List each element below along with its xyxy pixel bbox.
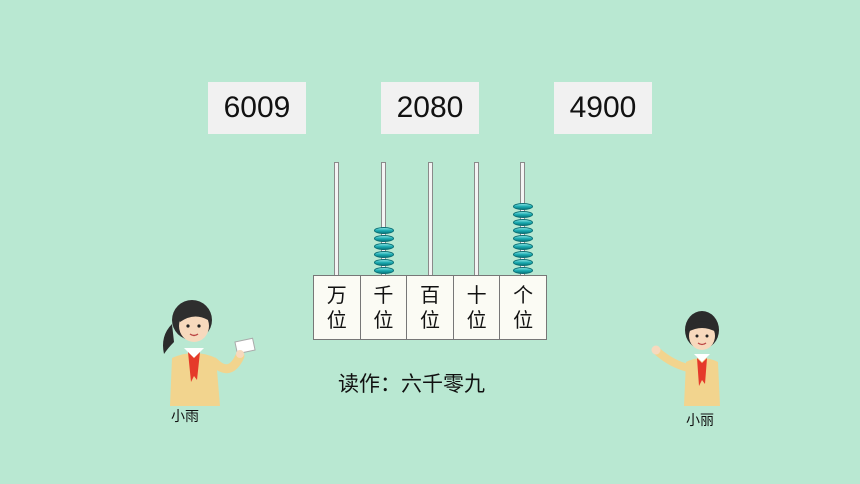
abacus-bead (512, 235, 533, 242)
abacus-bead (512, 243, 533, 250)
abacus-bead (373, 259, 394, 266)
abacus-bead (512, 267, 533, 274)
girl-left-name: 小雨 (171, 409, 199, 425)
place-label-wan-top: 万 (326, 282, 347, 307)
rod-wan (334, 162, 339, 276)
abacus-bead (512, 203, 533, 210)
abacus-base: 万 位 千 位 百 位 十 位 个 位 (313, 275, 547, 340)
girl-xiaoli-illustration (651, 311, 720, 406)
abacus-bead (512, 259, 533, 266)
place-label-ge-bottom: 位 (513, 307, 534, 332)
abacus-bead (512, 211, 533, 218)
abacus-bead (373, 243, 394, 250)
girl-xiaoyu-illustration (163, 300, 256, 406)
place-label-shi: 十 位 (454, 276, 501, 339)
place-label-qian-bottom: 位 (373, 307, 394, 332)
rod-shi (474, 162, 479, 276)
place-label-wan-bottom: 位 (326, 307, 347, 332)
abacus-bead (373, 251, 394, 258)
number-card-3: 4900 (554, 82, 652, 134)
place-label-shi-top: 十 (466, 282, 487, 307)
abacus-bead (512, 251, 533, 258)
place-label-bai-bottom: 位 (419, 307, 440, 332)
number-card-2: 2080 (381, 82, 479, 134)
number-card-1: 6009 (208, 82, 306, 134)
abacus-bead (512, 219, 533, 226)
place-label-qian-top: 千 (373, 282, 394, 307)
rod-bai (428, 162, 433, 276)
girl-right-name: 小丽 (686, 413, 714, 429)
place-label-wan: 万 位 (314, 276, 361, 339)
abacus-bead (512, 227, 533, 234)
place-label-bai: 百 位 (407, 276, 454, 339)
abacus-bead (373, 235, 394, 242)
abacus-bead (373, 227, 394, 234)
reading-text: 读作：六千零九 (338, 372, 485, 396)
abacus-bead (373, 267, 394, 274)
place-label-shi-bottom: 位 (466, 307, 487, 332)
place-label-ge-top: 个 (513, 282, 534, 307)
place-label-bai-top: 百 (419, 282, 440, 307)
place-label-ge: 个 位 (500, 276, 546, 339)
place-label-qian: 千 位 (361, 276, 408, 339)
